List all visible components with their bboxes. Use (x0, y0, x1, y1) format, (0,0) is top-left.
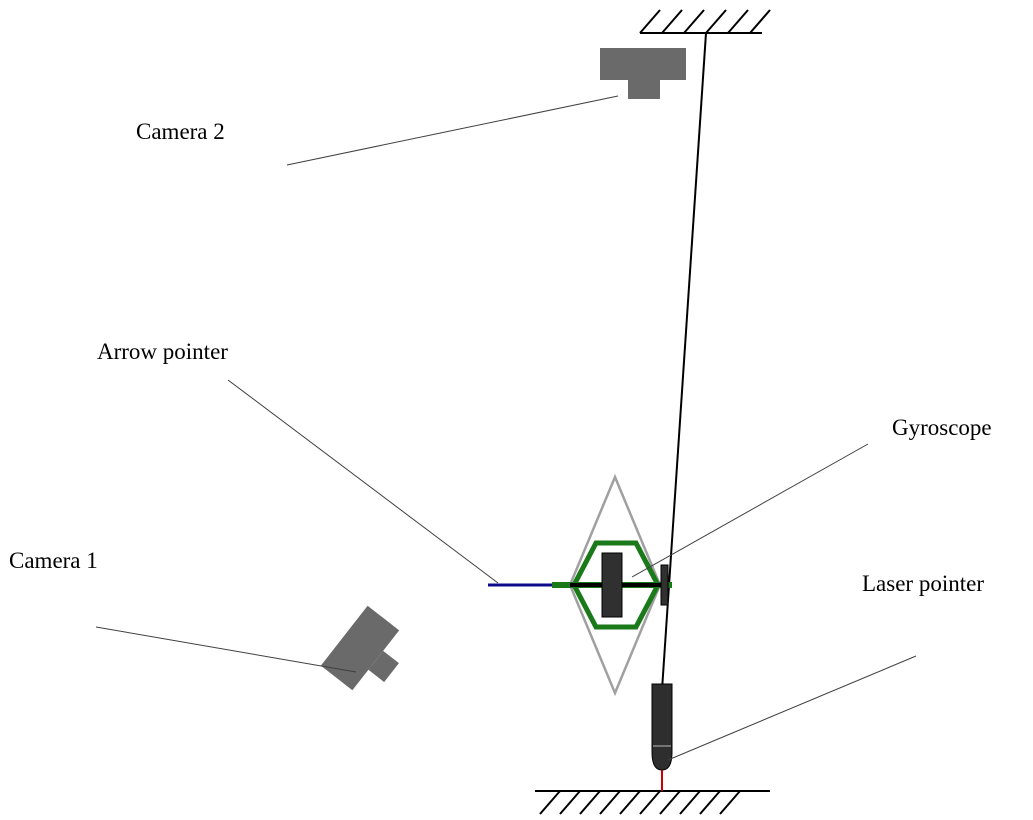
gyroscope-leader (631, 443, 869, 578)
arrow-pointer-label: Arrow pointer (97, 339, 228, 364)
laser-pointer-body (651, 683, 673, 771)
camera-2 (600, 48, 686, 99)
camera-2-label: Camera 2 (136, 119, 225, 144)
camera-1-leader (95, 626, 357, 673)
ceiling-mount (639, 9, 771, 34)
leader-lines (95, 95, 917, 761)
laser-pointer-label: Laser pointer (862, 571, 984, 596)
arrow-pointer-leader (227, 379, 499, 584)
camera-2-lens (628, 80, 660, 99)
laser-pointer-leader (667, 655, 917, 761)
ceiling-hatching (639, 9, 771, 34)
outer-frame (568, 473, 662, 697)
gyroscope-label: Gyroscope (892, 415, 992, 440)
gyroscope-rotor (601, 552, 623, 618)
camera-2-leader (286, 95, 619, 166)
gyroscope-assembly (552, 473, 672, 697)
floor-hatching (539, 790, 741, 815)
camera-1 (320, 605, 400, 691)
camera-1-label: Camera 1 (9, 548, 98, 573)
camera-1-lens (368, 650, 399, 683)
wire-clamp (660, 564, 669, 606)
laser-pointer (651, 683, 673, 791)
floor-mount (535, 790, 770, 815)
suspension-wire (661, 32, 707, 691)
camera-2-body (600, 48, 686, 80)
